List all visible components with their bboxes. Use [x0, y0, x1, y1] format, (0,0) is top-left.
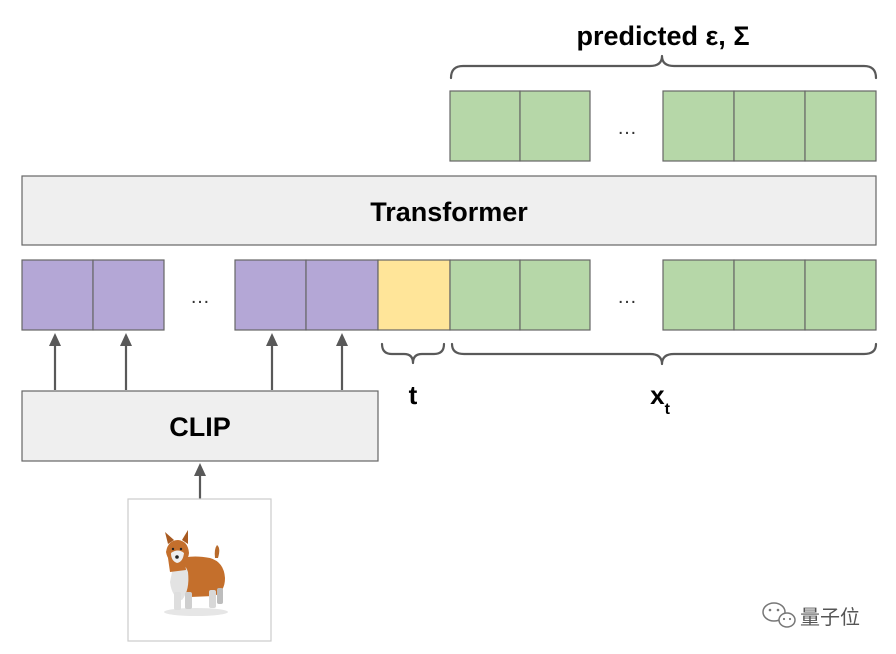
output-token [662, 90, 735, 162]
clip-token [21, 259, 94, 331]
clip-token-ellipsis: … [190, 286, 210, 308]
output-brace [449, 54, 878, 80]
clip-label: CLIP [169, 412, 231, 442]
timestep-token [377, 259, 451, 331]
transformer-label: Transformer [370, 197, 528, 227]
corgi-icon [164, 530, 228, 616]
xt-main: x [650, 380, 665, 410]
input-image [127, 498, 272, 642]
noised-token [519, 259, 591, 331]
clip-block: CLIP [21, 390, 379, 462]
up-arrow-icon [49, 333, 61, 390]
up-arrow-icon [120, 333, 132, 390]
noised-token [449, 259, 521, 331]
output-label: predicted ε, Σ [576, 21, 749, 51]
clip-token [92, 259, 165, 331]
noised-token [733, 259, 806, 331]
watermark-text: 量子位 [800, 605, 860, 629]
transformer-block: Transformer [21, 175, 877, 246]
xt-label: xt [650, 380, 670, 418]
clip-token [305, 259, 379, 331]
timestep-label: t [409, 380, 418, 410]
output-ellipsis: … [617, 117, 637, 139]
timestep-brace [380, 342, 446, 365]
clip-token [234, 259, 307, 331]
output-token [733, 90, 806, 162]
xt-subscript: t [665, 401, 671, 418]
noised-token [662, 259, 735, 331]
output-token [449, 90, 521, 162]
watermark: 量子位 [762, 602, 860, 629]
noised-token [804, 259, 877, 331]
input-token-row: … … [21, 259, 877, 331]
up-arrow-icon [194, 463, 206, 499]
wechat-icon [762, 602, 796, 628]
up-arrow-icon [336, 333, 348, 390]
noised-brace [450, 342, 878, 366]
clip-to-token-arrows [49, 333, 348, 390]
noised-token-ellipsis: … [617, 286, 637, 308]
output-token [519, 90, 591, 162]
output-token-row: … [449, 90, 877, 162]
up-arrow-icon [266, 333, 278, 390]
output-token [804, 90, 877, 162]
